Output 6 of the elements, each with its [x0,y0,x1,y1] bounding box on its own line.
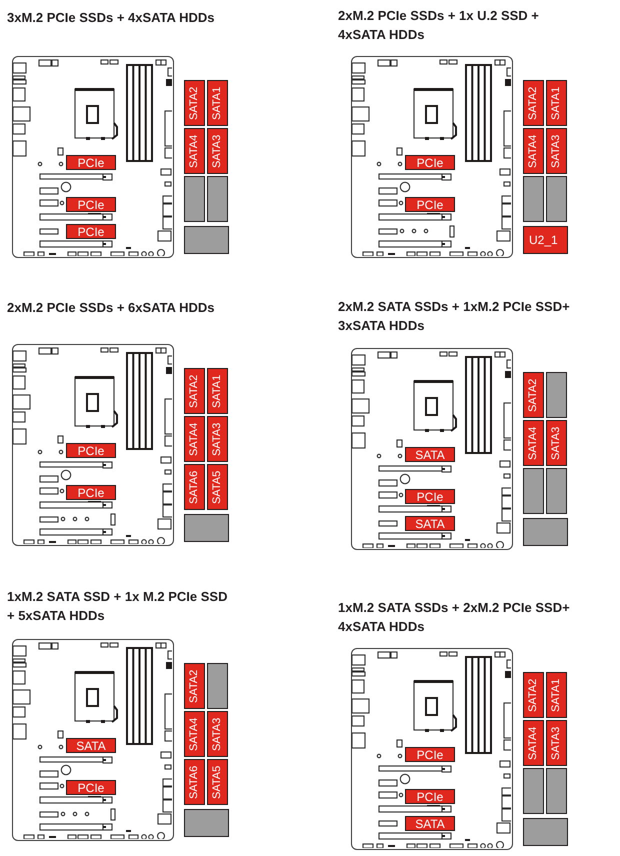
panel-heading: 1xM.2 SATA SSD + 1x M.2 PCIe SSD + 5xSATA HDDs [7,588,228,625]
panel-heading: 2xM.2 PCIe SSDs + 6xSATA HDDs [7,299,216,317]
panel-heading: 3xM.2 PCIe SSDs + 4xSATA HDDs [7,9,216,27]
panel-heading: 2xM.2 SATA SSDs + 1xM.2 PCIe SSD+ 3xSATA HDDs [338,298,571,335]
panel-heading: 1xM.2 SATA SSDs + 2xM.2 PCIe SSD+ 4xSATA HDDs [338,599,571,636]
panel-heading: 2xM.2 PCIe SSDs + 1x U.2 SSD + 4xSATA HDDs [338,7,540,44]
